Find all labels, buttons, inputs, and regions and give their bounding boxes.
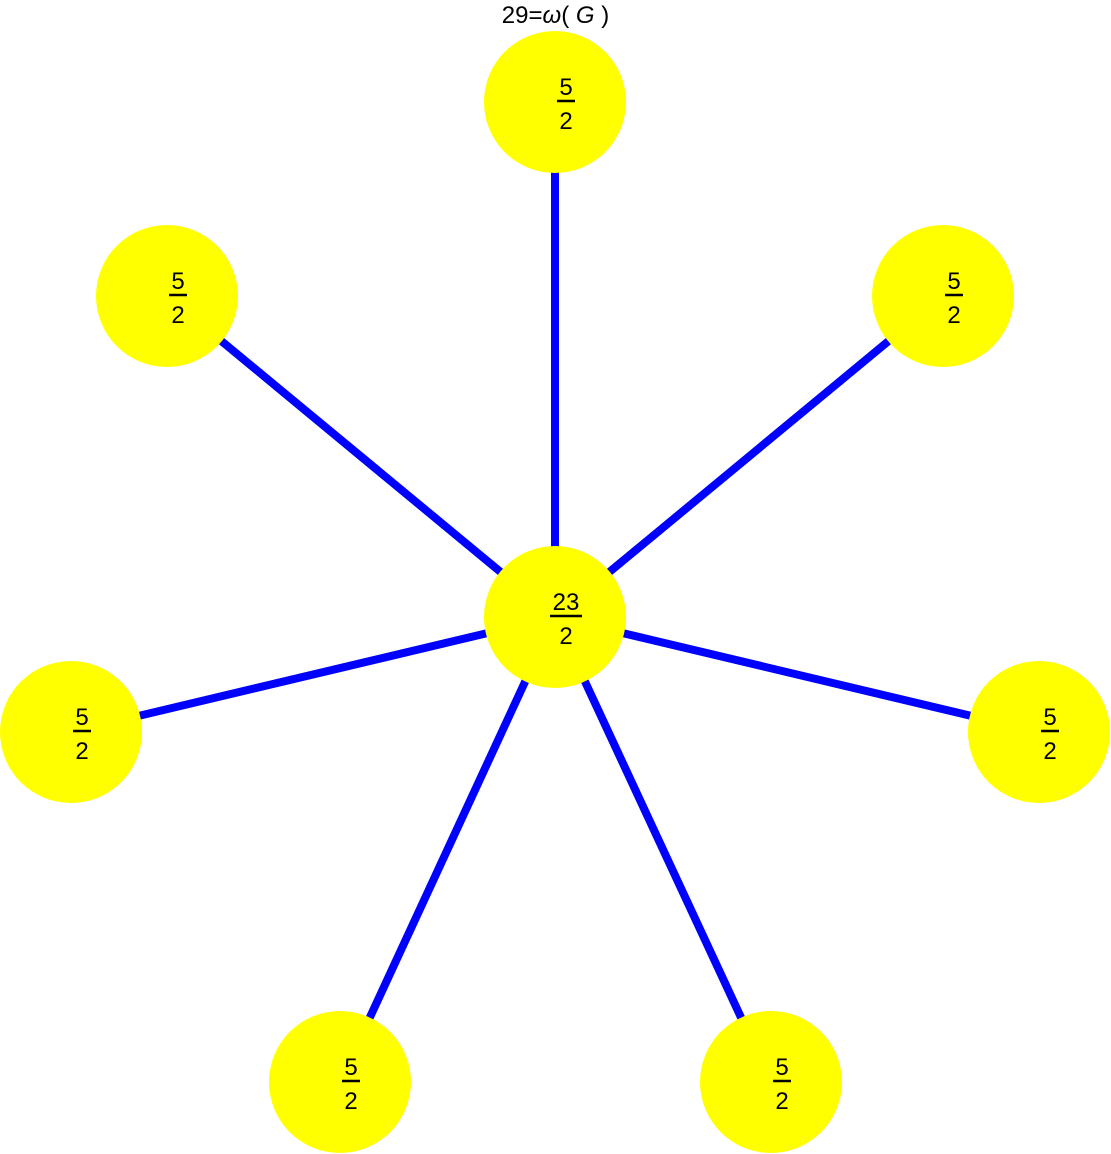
edge-layer (70, 102, 1040, 1084)
edge-center-right (554, 613, 1040, 736)
node-circle (700, 1011, 842, 1153)
node-numerator: 5 (75, 704, 88, 731)
node-denominator: 2 (1043, 738, 1056, 765)
node-upper-left: 52 (96, 225, 238, 367)
node-denominator: 2 (171, 302, 184, 329)
node-center: 232 (484, 546, 626, 688)
node-lower-left: 52 (269, 1011, 411, 1153)
node-circle (96, 225, 238, 367)
node-numerator: 23 (553, 589, 580, 616)
title-close-paren: ) (594, 2, 610, 29)
edge-center-left (70, 613, 556, 736)
node-lower-right: 52 (700, 1011, 842, 1153)
node-denominator: 2 (344, 1088, 357, 1115)
node-numerator: 5 (1043, 704, 1056, 731)
node-denominator: 2 (559, 108, 572, 135)
edge-center-lower-right (551, 615, 775, 1084)
node-numerator: 5 (775, 1054, 788, 1081)
node-top: 52 (484, 31, 626, 173)
edge-center-upper-left (164, 292, 558, 621)
node-denominator: 2 (775, 1088, 788, 1115)
node-denominator: 2 (559, 623, 572, 650)
node-numerator: 5 (171, 268, 184, 295)
node-numerator: 5 (947, 268, 960, 295)
edge-center-lower-left (336, 615, 559, 1084)
title-graph-symbol: G (575, 2, 595, 29)
node-denominator: 2 (75, 738, 88, 765)
node-denominator: 2 (947, 302, 960, 329)
node-numerator: 5 (559, 74, 572, 101)
title-omega: ω (542, 2, 562, 29)
title-open-paren: ( (561, 2, 576, 29)
node-numerator: 5 (344, 1054, 357, 1081)
node-right: 52 (968, 661, 1110, 803)
node-upper-right: 52 (872, 225, 1014, 367)
node-circle (968, 661, 1110, 803)
node-circle (0, 661, 142, 803)
graph-title: 29=ω( G ) (0, 2, 1111, 30)
node-circle (484, 31, 626, 173)
title-prefix: 29= (501, 2, 543, 29)
node-left: 52 (0, 661, 142, 803)
edge-center-upper-right (552, 292, 946, 621)
node-circle (872, 225, 1014, 367)
node-circle (269, 1011, 411, 1153)
